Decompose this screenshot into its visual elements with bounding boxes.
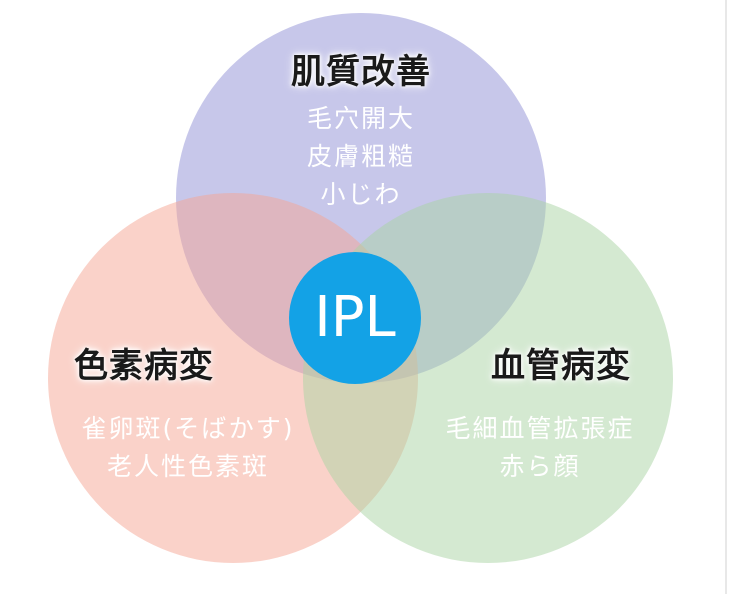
left-item: 雀卵斑(そばかす) — [81, 414, 295, 443]
top-circle-title: 肌質改善 — [291, 52, 431, 92]
top-item: 皮膚粗糙 — [306, 142, 415, 171]
top-item: 小じわ — [320, 180, 402, 209]
center-ipl-circle — [289, 252, 421, 384]
left-circle-items: 雀卵斑(そばかす) 老人性色素斑 — [58, 410, 318, 486]
right-circle-items: 毛細血管拡張症 赤ら顔 — [420, 410, 660, 486]
right-edge-line — [725, 0, 727, 594]
top-item: 毛穴開大 — [306, 104, 415, 133]
right-item: 赤ら顔 — [499, 452, 581, 481]
right-item: 毛細血管拡張症 — [445, 414, 635, 443]
right-circle-title: 血管病変 — [491, 346, 631, 386]
center-ipl-label: IPL — [314, 285, 396, 350]
top-circle-items: 毛穴開大 皮膚粗糙 小じわ — [261, 100, 461, 214]
left-circle-title: 色素病変 — [74, 346, 214, 386]
left-item: 老人性色素斑 — [106, 452, 269, 481]
